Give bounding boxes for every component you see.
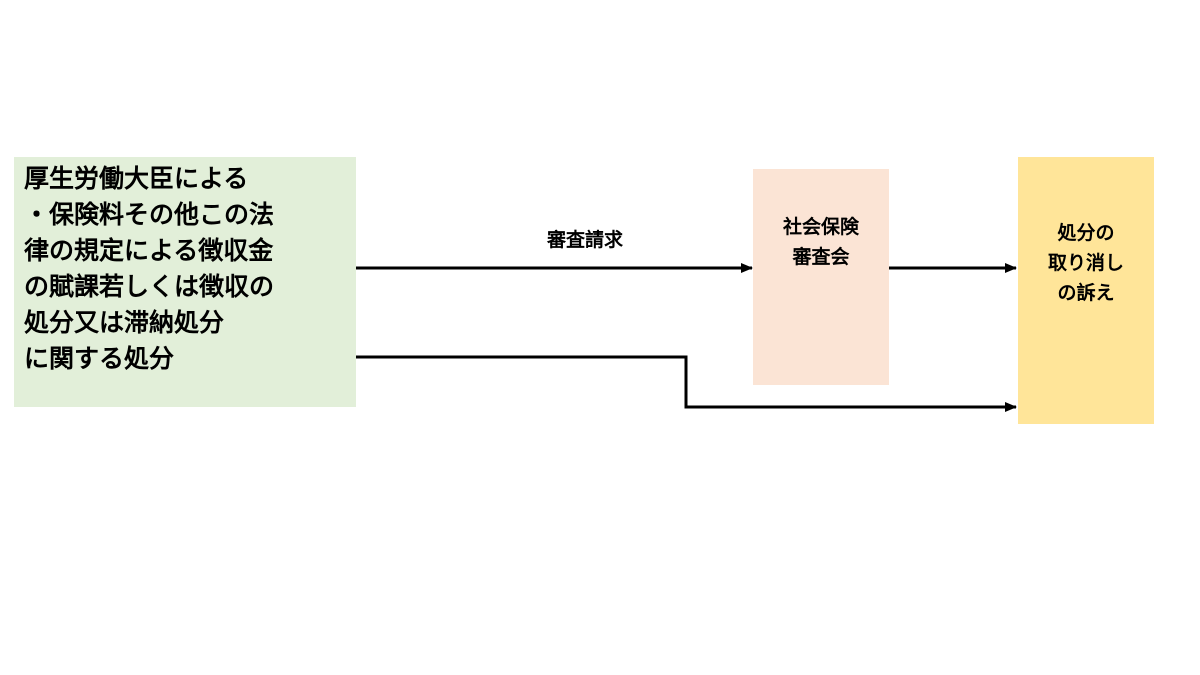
review-request-label: 審査請求 (546, 229, 623, 251)
disposition-text-line: 処分又は滞納処分 (24, 308, 225, 337)
disposition-text-line: に関する処分 (24, 344, 175, 373)
social-insurance-review-council-node: 社会保険 審査会 (753, 169, 889, 385)
disposition-text-line: の賦課若しくは徴収の (24, 272, 275, 301)
disposition-text-line: 厚生労働大臣による (24, 164, 249, 193)
lawsuit-text-line: 取り消し (1047, 251, 1124, 274)
direct-lawsuit-arrow (356, 355, 1017, 412)
lawsuit-text-group: 処分の 取り消し の訴え (1048, 218, 1124, 308)
revocation-lawsuit-node: 処分の 取り消し の訴え (1018, 157, 1154, 424)
council-text-line: 審査会 (792, 246, 850, 268)
disposition-text-line: 律の規定による徴収金 (24, 236, 274, 265)
council-text-line: 社会保険 (782, 216, 859, 238)
lawsuit-text-line: の訴え (1057, 281, 1115, 304)
disposition-text-line: ・保険料その他この法 (24, 200, 275, 229)
lawsuit-text-line: 処分の (1057, 221, 1115, 244)
disposition-node: 厚生労働大臣による ・保険料その他この法 律の規定による徴収金 の賦課若しくは徴… (14, 157, 356, 407)
